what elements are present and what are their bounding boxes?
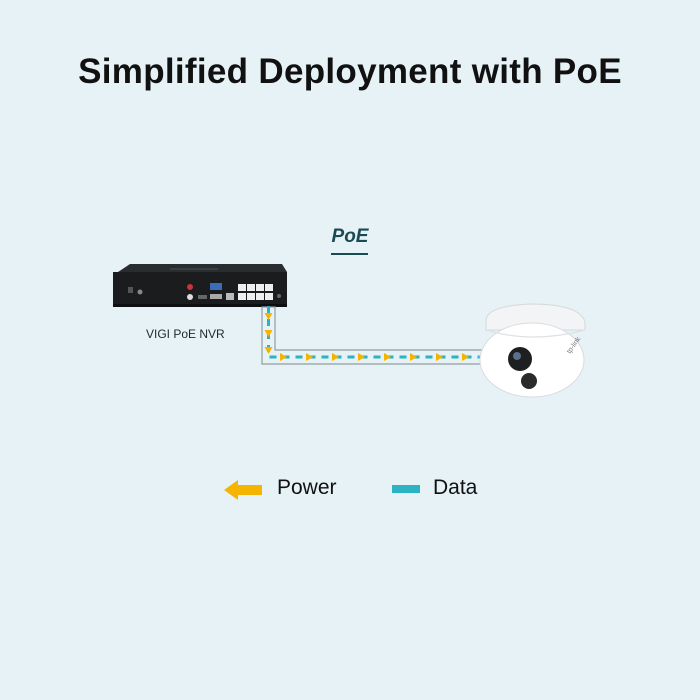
power-arrow-icon xyxy=(358,353,365,361)
page-title: Simplified Deployment with PoE xyxy=(78,52,622,91)
data-signal-line xyxy=(267,306,498,359)
arrow-left-icon xyxy=(224,480,262,500)
nvr-base xyxy=(113,304,287,307)
poe-cable xyxy=(261,306,501,365)
nvr-device xyxy=(113,264,287,307)
legend-power-label: Power xyxy=(277,476,337,499)
camera-lens xyxy=(508,347,532,371)
nvr-label: VIGI PoE NVR xyxy=(146,327,225,341)
power-arrows xyxy=(264,313,469,361)
turret-camera: tp-link xyxy=(479,303,586,398)
nvr-poe-ports xyxy=(238,284,273,300)
poe-label-underline xyxy=(331,253,368,255)
power-arrow-icon xyxy=(264,313,273,320)
camera-base xyxy=(485,303,586,331)
power-arrow-icon xyxy=(436,353,443,361)
power-arrow-icon xyxy=(384,353,391,361)
dash-icon xyxy=(392,485,420,493)
camera-dome xyxy=(479,322,585,398)
power-arrow-icon xyxy=(264,347,273,354)
power-arrow-icon xyxy=(264,330,273,337)
poe-cable-label: PoE xyxy=(331,226,369,247)
legend-data-label: Data xyxy=(433,476,478,499)
power-arrow-icon xyxy=(332,353,339,361)
power-arrow-icon xyxy=(280,353,287,361)
power-arrow-icon xyxy=(462,353,469,361)
camera-ir-sensor xyxy=(521,373,537,389)
power-arrow-icon xyxy=(410,353,417,361)
power-arrow-icon xyxy=(306,353,313,361)
